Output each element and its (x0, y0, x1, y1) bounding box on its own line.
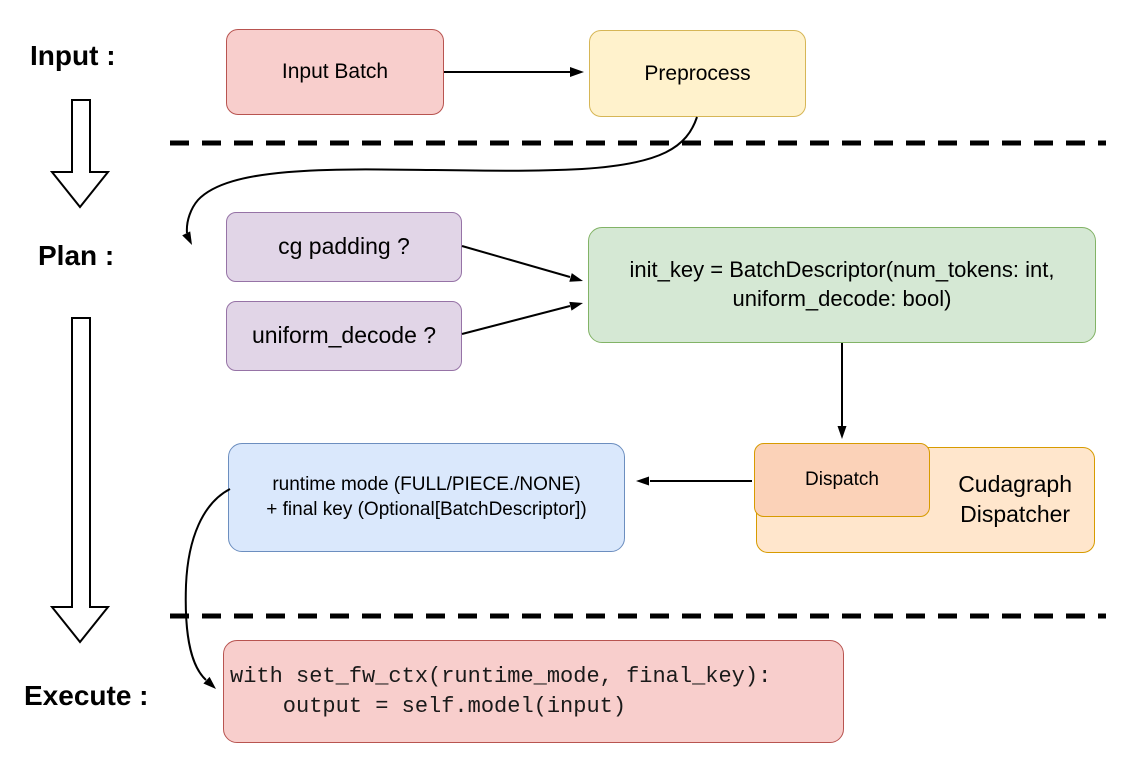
node-preprocess: Preprocess (589, 30, 806, 117)
arrow-cg-padding-to-init-key (461, 245, 583, 282)
stage-label-plan: Plan : (38, 240, 115, 271)
node-cg-padding: cg padding ? (226, 212, 462, 282)
node-dispatch: Dispatch (754, 443, 930, 517)
hollow-arrow-plan-to-execute (49, 317, 111, 644)
node-runtime-mode-final-key: runtime mode (FULL/PIECE./NONE) + final … (228, 443, 625, 552)
arrow-input-batch-to-preprocess (444, 67, 584, 77)
arrow-init-key-to-dispatch (837, 343, 847, 439)
node-uniform-decode: uniform_decode ? (226, 301, 462, 371)
hollow-arrow-input-to-plan (49, 99, 111, 209)
node-input-batch: Input Batch (226, 29, 444, 115)
arrow-dispatch-to-runtime-mode (636, 476, 752, 486)
node-init-key-batch-descriptor: init_key = BatchDescriptor(num_tokens: i… (588, 227, 1096, 343)
stage-label-execute: Execute : (24, 680, 149, 711)
stage-label-input: Input : (30, 40, 116, 71)
arrow-uniform-decode-to-init-key (461, 301, 583, 335)
node-execute-code: with set_fw_ctx(runtime_mode, final_key)… (223, 640, 844, 743)
